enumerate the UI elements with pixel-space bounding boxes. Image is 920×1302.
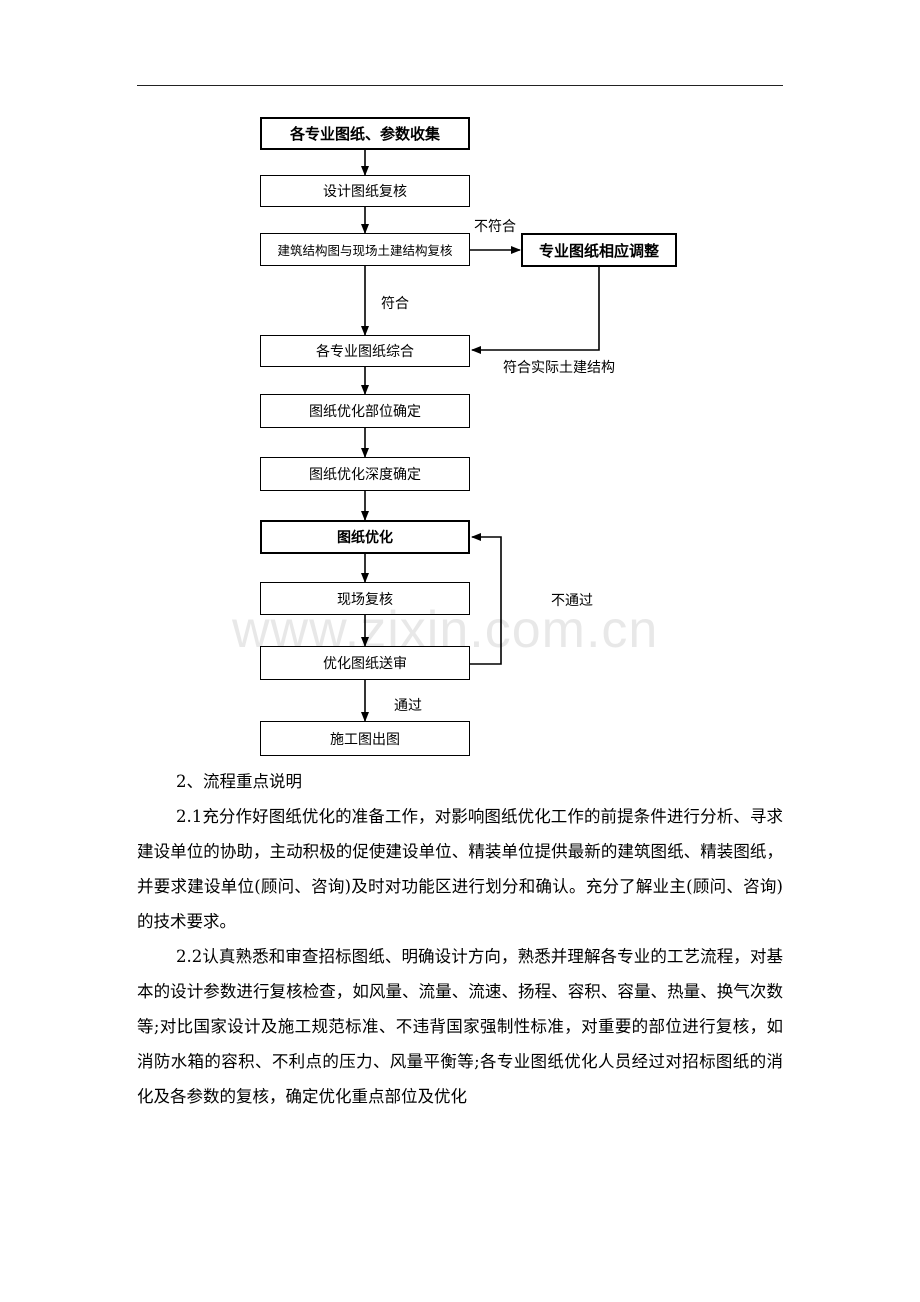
flow-step-submit: 优化图纸送审: [260, 646, 470, 680]
flow-step-output: 施工图出图: [260, 721, 470, 756]
label-pass: 通过: [394, 698, 422, 714]
flow-step-site: 现场复核: [260, 582, 470, 615]
arrow-submit-optimize-loop: [470, 533, 502, 665]
watermark: www.zixin.com.cn: [232, 601, 659, 659]
label-mismatch: 不符合: [474, 219, 516, 235]
flow-step-optimize: 图纸优化: [260, 520, 470, 554]
flow-step-compare: 建筑结构图与现场土建结构复核: [260, 233, 470, 266]
label-match: 符合: [381, 296, 409, 312]
flow-step-depth: 图纸优化深度确定: [260, 457, 470, 491]
paragraph-2-2: 2.2认真熟悉和审查招标图纸、明确设计方向，熟悉并理解各专业的工艺流程，对基本的…: [137, 947, 783, 1106]
flow-step-review: 设计图纸复核: [260, 175, 470, 207]
header-rule: [137, 85, 783, 86]
flow-step-adjust: 专业图纸相应调整: [521, 233, 677, 267]
flow-step-locate: 图纸优化部位确定: [260, 394, 470, 428]
label-actual-structure: 符合实际土建结构: [503, 360, 615, 376]
flow-step-combine: 各专业图纸综合: [260, 335, 470, 367]
section-heading: 2、流程重点说明: [176, 772, 302, 791]
arrow-adjust-combine: [471, 267, 600, 354]
paragraph-2-1: 2.1充分作好图纸优化的准备工作，对影响图纸优化工作的前提条件进行分析、寻求建设…: [137, 807, 783, 931]
flow-step-collect: 各专业图纸、参数收集: [260, 117, 470, 150]
label-fail: 不通过: [551, 593, 593, 609]
